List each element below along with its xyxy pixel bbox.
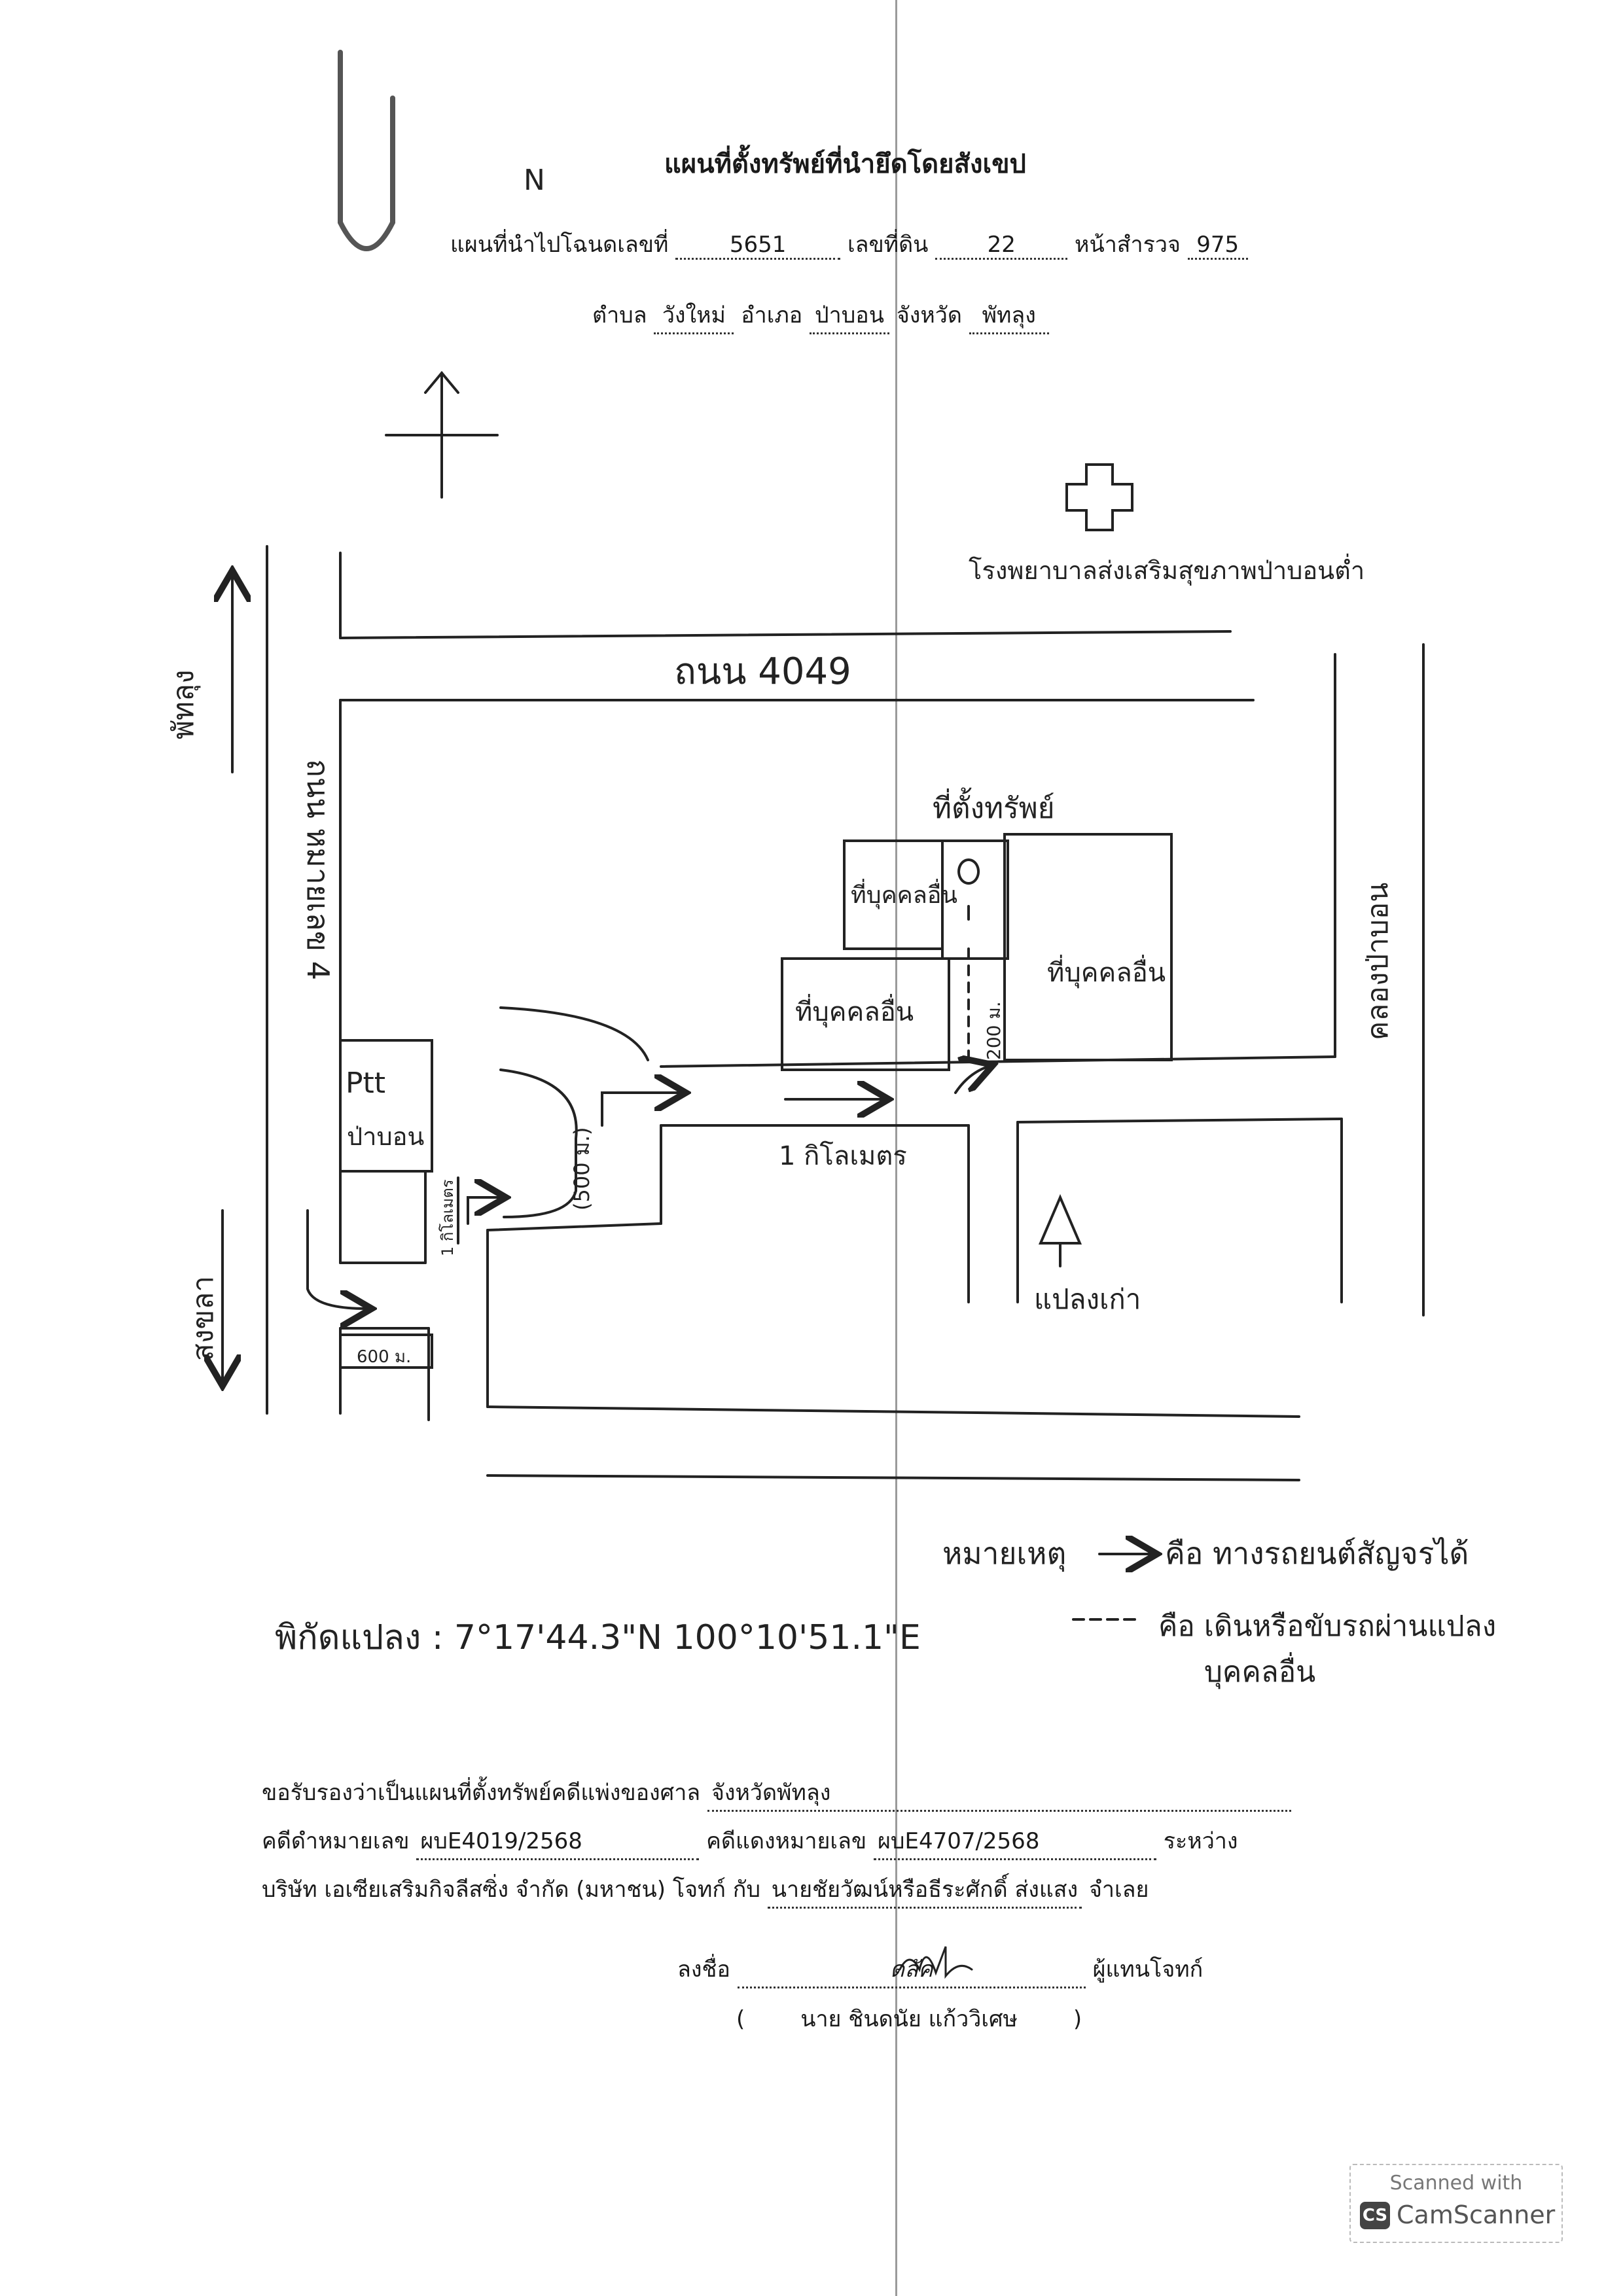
land-number-label: เลขที่ดิน (847, 232, 929, 258)
signature-line: ลงชื่อ ดลัค ผู้แทนโจทก์ (677, 1951, 1203, 1988)
watermark-app-name: CamScanner (1397, 2200, 1556, 2229)
red-case-number: ผบE4707/2568 (873, 1823, 1156, 1860)
subdistrict-label: ตำบล (592, 302, 647, 328)
distance-1km-side-label: 1 กิโลเมตร (438, 1179, 457, 1256)
camscanner-logo-icon: CS (1360, 2202, 1390, 2229)
plot-property-site (941, 839, 1009, 960)
watermark-caption: Scanned with (1389, 2172, 1523, 2195)
600m-box (339, 1333, 433, 1369)
lower-road-south (486, 1474, 1300, 1481)
scan-fold-line (895, 0, 897, 2296)
defendant-suffix: จำเลย (1088, 1877, 1149, 1903)
defendant-name: นายชัยวัฒน์หรือธีระศักดิ์ ส่งแสง (767, 1871, 1082, 1909)
route-arrow-500m-icon (601, 1093, 681, 1127)
other-person-top-label: ที่บุคคลอื่น (851, 879, 957, 910)
deed-info-line: แผนที่นำไปโฉนดเลขที่ 5651 เลขที่ดิน 22 ห… (450, 226, 1248, 262)
road-4049-label: ถนน 4049 (674, 650, 851, 693)
to-songkhla-label: สงขลา (187, 1276, 220, 1361)
between-label: ระหว่าง (1163, 1828, 1238, 1854)
location-line: ตำบล วังใหม่ อำเภอ ป่าบอน จังหวัด พัทลุง (592, 297, 1049, 334)
black-case-label: คดีดำหมายเลข (262, 1828, 410, 1854)
road-4049-north-edge (339, 630, 1232, 639)
other-person-left-label: ที่บุคคลอื่น (795, 994, 914, 1028)
certification-line-1: ขอรับรองว่าเป็นแผนที่ตั้งทรัพย์คดีแพ่งขอ… (262, 1775, 1291, 1812)
turn-arrow-icon (306, 1209, 366, 1309)
lower-road-north (486, 1405, 1300, 1418)
legend-solid-text: คือ ทางรถยนต์สัญจรได้ (1165, 1536, 1469, 1571)
signature: ดลัค (737, 1951, 1086, 1988)
signer-name: นาย ชินดนัย แก้ววิเศษ (800, 2006, 1018, 2032)
province-label: จังหวัด (896, 302, 962, 328)
signature-scribble (899, 1946, 973, 1979)
north-arrow-icon (385, 370, 499, 499)
court-name: จังหวัดพัทลุง (707, 1775, 1291, 1812)
plot-other-person-right (1003, 833, 1173, 1061)
tree-icon (1038, 1193, 1082, 1267)
route-arrow-north-icon (954, 1067, 988, 1094)
survey-page: 975 (1187, 232, 1248, 260)
ptt-station-box (339, 1039, 433, 1173)
deed-label: แผนที่นำไปโฉนดเลขที่ (450, 232, 669, 258)
district: ป่าบอน (810, 297, 889, 334)
distance-500m-label: (500 ม.) (569, 1127, 594, 1210)
binder-clip-mark (338, 50, 395, 251)
legend-dashed-text-1: คือ เดินหรือขับรถผ่านแปลง (1158, 1610, 1496, 1643)
province: พัทลุง (969, 297, 1049, 334)
camscanner-watermark: Scanned with CS CamScanner (1349, 2164, 1563, 2243)
highway-label: ถนน หมายเลข 4 (300, 759, 336, 980)
certification-line-2: คดีดำหมายเลข ผบE4019/2568 คดีแดงหมายเลข … (262, 1823, 1238, 1860)
property-site-label: ที่ตั้งทรัพย์ (933, 787, 1054, 825)
certification-prefix: ขอรับรองว่าเป็นแผนที่ตั้งทรัพย์คดีแพ่งขอ… (262, 1780, 701, 1806)
distance-600m-label: 600 ม. (357, 1347, 411, 1367)
hospital-cross-icon (1065, 463, 1133, 531)
deed-number: 5651 (675, 232, 841, 260)
subdistrict: วังใหม่ (654, 297, 734, 334)
land-number: 22 (935, 232, 1068, 260)
other-person-right-label: ที่บุคคลอื่น (1047, 955, 1166, 989)
legend-dashed-text-2: บุคคลอื่น (1204, 1651, 1315, 1689)
black-case-number: ผบE4019/2568 (416, 1823, 700, 1860)
ptt-place-label: ป่าบอน (347, 1122, 424, 1151)
hospital-label: โรงพยาบาลส่งเสริมสุขภาพป่าบอนต่ำ (969, 554, 1364, 586)
distance-1km-label: 1 กิโลเมตร (779, 1141, 907, 1171)
ptt-label: Ptt (346, 1067, 385, 1100)
sign-label: ลงชื่อ (677, 1956, 730, 1983)
distance-200m-label: 200 ม. (983, 1001, 1005, 1060)
canal-label: คลองป่าบอน (1361, 883, 1395, 1040)
document-title: แผนที่ตั้งทรัพย์ที่นำยึดโดยสังเขป (664, 149, 1026, 179)
district-label: อำเภอ (741, 302, 803, 328)
coordinates-label: พิกัดแปลง : 7°17'44.3"N 100°10'51.1"E (275, 1618, 921, 1657)
to-phatthalung-label: พัทลุง (167, 670, 201, 739)
route-arrow-small-icon (467, 1197, 501, 1225)
sign-role: ผู้แทนโจทก์ (1092, 1956, 1204, 1983)
old-plot-label: แปลงเก่า (1034, 1283, 1141, 1315)
certification-line-3: บริษัท เอเซียเสริมกิจลีสซิ่ง จำกัด (มหาช… (262, 1871, 1149, 1909)
red-case-label: คดีแดงหมายเลข (706, 1828, 867, 1854)
plot-other-person-left (781, 957, 950, 1071)
location-pin-icon (957, 858, 980, 921)
legend-title: หมายเหตุ (942, 1536, 1066, 1572)
plaintiff-text: บริษัท เอเซียเสริมกิจลีสซิ่ง จำกัด (มหาช… (262, 1877, 760, 1903)
survey-page-label: หน้าสำรวจ (1075, 232, 1181, 258)
signer-name-line: ( นาย ชินดนัย แก้ววิเศษ ) (736, 2001, 1082, 2036)
north-label: N (524, 164, 545, 197)
